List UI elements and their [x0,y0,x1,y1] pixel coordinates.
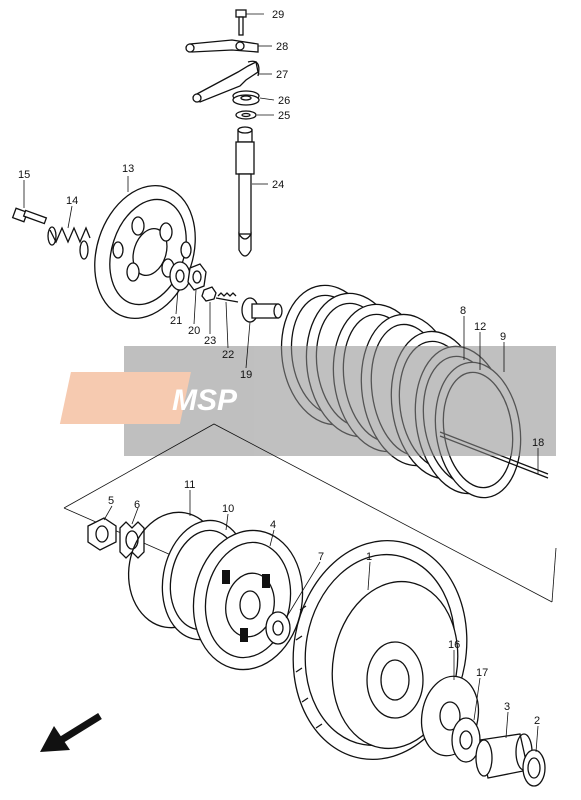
pressure-plate-group [11,172,283,331]
part-7-washer[interactable] [265,611,291,645]
part-label-26: 26 [278,95,290,107]
part-label-12: 12 [474,321,486,333]
watermark: MSP [59,346,556,456]
part-label-15: 15 [18,169,30,181]
part-2-ring[interactable] [522,749,546,787]
part-label-24: 24 [272,179,284,191]
part-22-pushrod[interactable] [215,292,239,303]
part-15-bolt[interactable] [11,207,48,225]
part-label-5: 5 [108,495,114,507]
part-6-washer[interactable] [119,521,145,559]
part-13-pressure-plate[interactable] [78,172,211,331]
part-numbers: 29 28 27 26 25 24 15 14 13 21 20 23 22 1… [18,9,544,727]
part-label-21: 21 [170,315,182,327]
part-29-bolt[interactable] [235,9,247,36]
part-24-shaft[interactable] [235,126,255,257]
part-27-lever[interactable] [192,60,260,103]
part-label-20: 20 [188,325,200,337]
part-label-8: 8 [460,305,466,317]
arrow-down-left-icon [40,713,102,752]
part-label-2: 2 [534,715,540,727]
part-label-25: 25 [278,110,290,122]
part-label-16: 16 [448,639,460,651]
part-label-19: 19 [240,369,252,381]
part-label-6: 6 [134,499,140,511]
watermark-logo: MSP [172,384,238,417]
release-arm-group [185,9,260,257]
part-label-22: 22 [222,349,234,361]
clutch-hub-group [87,511,546,787]
part-14-spring[interactable] [47,226,91,260]
part-label-9: 9 [500,331,506,343]
part-5-nut[interactable] [87,517,117,551]
part-label-17: 17 [476,667,488,679]
part-26-seal[interactable] [232,90,260,106]
part-label-18: 18 [532,437,544,449]
part-label-29: 29 [272,9,284,21]
part-label-13: 13 [122,163,134,175]
part-label-14: 14 [66,195,78,207]
part-label-23: 23 [204,335,216,347]
part-label-27: 27 [276,69,288,81]
part-label-4: 4 [270,519,276,531]
part-20-nut[interactable] [187,263,207,291]
part-19-piece[interactable] [241,297,283,323]
leader-lines [23,13,539,753]
part-23-nut[interactable] [201,286,217,302]
part-label-10: 10 [222,503,234,515]
part-label-7: 7 [318,551,324,563]
part-label-1: 1 [366,551,372,563]
part-label-11: 11 [184,479,195,491]
part-28-arm[interactable] [185,39,259,53]
part-label-28: 28 [276,41,288,53]
part-25-washer[interactable] [235,110,257,120]
part-label-3: 3 [504,701,510,713]
part-21-bearing[interactable] [169,261,191,291]
